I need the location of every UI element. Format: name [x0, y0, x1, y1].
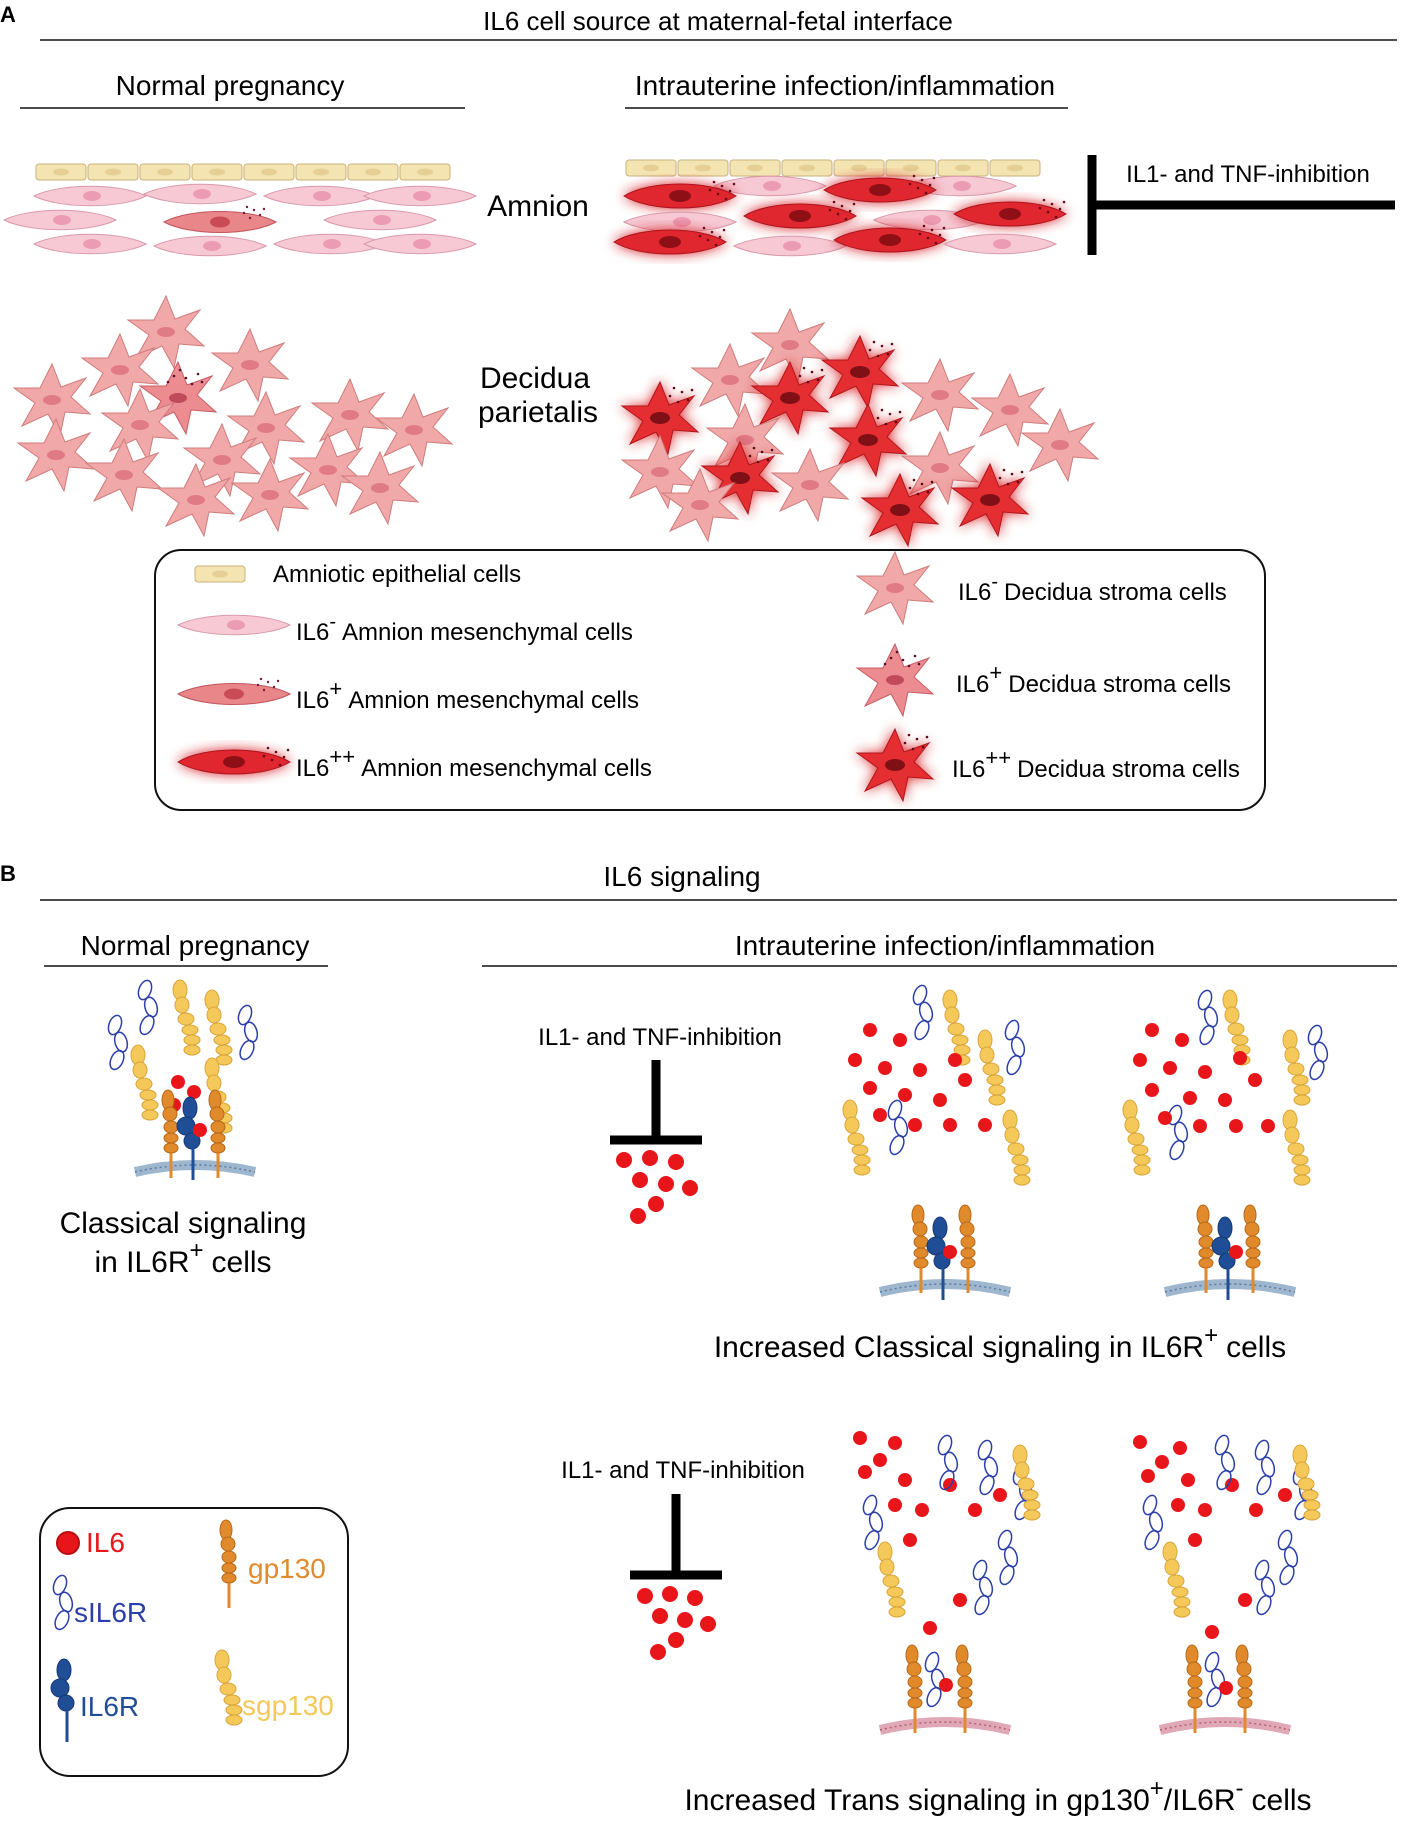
classical-line2-prefix: in IL6R — [94, 1246, 189, 1279]
svg-text:IL6++Decidua stroma cells: IL6++Decidua stroma cells — [952, 745, 1240, 783]
legend-dec-pos-sup: + — [989, 660, 1002, 685]
panel-b-normal-heading: Normal pregnancy — [81, 930, 310, 961]
legend-il6-item: IL6 — [56, 1527, 125, 1558]
decidua-label-line1: Decidua — [480, 362, 590, 395]
amnion-label: Amnion — [487, 190, 589, 223]
legend-mes-neg-prefix: IL6 — [296, 619, 329, 646]
legend-epithelial-item: Amniotic epithelial cells — [194, 561, 521, 588]
classical-scene-2 — [1122, 987, 1331, 1302]
increased-trans-sup1: + — [1150, 1775, 1164, 1802]
svg-text:IL6-Amnion mesenchymal cells: IL6-Amnion mesenchymal cells — [296, 611, 633, 646]
svg-text:IL6+Decidua stroma cells: IL6+Decidua stroma cells — [956, 660, 1231, 698]
legend-mes-pp-sup: ++ — [329, 744, 355, 769]
legend-il6r-label: IL6R — [80, 1691, 139, 1722]
normal-amnion-tissue — [3, 163, 477, 257]
trans-scene-1 — [853, 1431, 1041, 1735]
panel-a-legend: Amniotic epithelial cells IL6-Amnion mes… — [154, 549, 1266, 811]
legend-dec-neg-item: IL6-Decidua stroma cells — [856, 551, 1227, 625]
legend-sil6r-item: sIL6R — [50, 1572, 147, 1633]
legend-mes-neg-sup: - — [329, 611, 336, 633]
legend-dec-pp-sup: ++ — [985, 745, 1011, 770]
legend-epithelial-label: Amniotic epithelial cells — [273, 561, 521, 588]
infected-decidua-tissue — [621, 308, 1099, 546]
legend-mes-pos-prefix: IL6 — [296, 687, 329, 714]
panel-b-inhibition-bar-1 — [610, 1060, 702, 1145]
panel-a-normal-heading: Normal pregnancy — [116, 70, 345, 101]
increased-trans-mid: /IL6R — [1164, 1784, 1236, 1817]
normal-decidua-tissue — [13, 295, 453, 537]
panel-a-inhibition-bar — [1087, 155, 1395, 255]
legend-mes-pp-prefix: IL6 — [296, 755, 329, 782]
increased-classical-prefix: Increased Classical signaling in IL6R — [714, 1331, 1204, 1364]
legend-il6r-item: IL6R — [49, 1657, 139, 1744]
normal-membrane-complex — [133, 1088, 257, 1182]
legend-mes-pp-item: IL6++Amnion mesenchymal cells — [178, 744, 652, 782]
svg-text:IL6+Amnion mesenchymal cells: IL6+Amnion mesenchymal cells — [296, 676, 639, 714]
legend-sgp130-label: sgp130 — [242, 1690, 334, 1721]
panel-a-inhibition-label: IL1- and TNF-inhibition — [1126, 161, 1370, 188]
legend-mes-pos-item: IL6+Amnion mesenchymal cells — [177, 676, 639, 714]
legend-mes-neg-item: IL6-Amnion mesenchymal cells — [177, 611, 633, 646]
increased-trans-rest: cells — [1252, 1784, 1312, 1817]
panel-b-inhibited-il6-1 — [616, 1150, 698, 1224]
legend-dec-pp-prefix: IL6 — [952, 756, 985, 783]
il6-dot-icon — [56, 1531, 80, 1555]
legend-gp130-item: gp130 — [218, 1518, 326, 1610]
panel-b-inhibition-label-2: IL1- and TNF-inhibition — [561, 1457, 805, 1484]
legend-dec-pp-rest: Decidua stroma cells — [1017, 756, 1240, 783]
legend-dec-pos-item: IL6+Decidua stroma cells — [856, 643, 1231, 717]
svg-text:Increased Classical signaling: Increased Classical signaling in IL6R+ ce… — [714, 1322, 1286, 1364]
legend-dec-pos-rest: Decidua stroma cells — [1008, 671, 1231, 698]
classical-line2-sup: + — [190, 1237, 204, 1264]
panel-b-inhibition-label-1: IL1- and TNF-inhibition — [538, 1024, 782, 1051]
panel-b-title: IL6 signaling — [603, 861, 760, 892]
classical-line2-rest: cells — [212, 1246, 272, 1279]
legend-sil6r-label: sIL6R — [74, 1597, 147, 1628]
classical-scene-1 — [842, 982, 1031, 1302]
legend-mes-pos-sup: + — [329, 676, 342, 701]
panel-a-infection-heading: Intrauterine infection/inflammation — [635, 70, 1055, 101]
classical-line1: Classical signaling — [60, 1207, 307, 1240]
panel-b-inhibition-bar-2 — [630, 1494, 722, 1580]
panel-b-letter: B — [0, 861, 16, 886]
svg-text:in IL6R+cells: in IL6R+ cells — [94, 1237, 271, 1279]
increased-classical-rest: cells — [1226, 1331, 1286, 1364]
legend-dec-neg-sup: - — [991, 571, 998, 593]
svg-text:Increased Trans signaling in g: Increased Trans signaling in gp130+/IL6R… — [684, 1775, 1311, 1817]
legend-mes-pos-rest: Amnion mesenchymal cells — [348, 687, 639, 714]
trans-scene-2 — [1133, 1432, 1321, 1735]
legend-dec-pp-item: IL6++Decidua stroma cells — [857, 729, 1240, 801]
legend-dec-neg-rest: Decidua stroma cells — [1004, 579, 1227, 606]
increased-trans-prefix: Increased Trans signaling in gp130 — [684, 1784, 1149, 1817]
increased-trans-sup2: - — [1236, 1775, 1244, 1802]
legend-il6-label: IL6 — [86, 1527, 125, 1558]
panel-b-legend: IL6 sIL6R IL6R gp130 sgp130 — [39, 1507, 349, 1777]
infected-amnion-tissue — [614, 159, 1066, 257]
decidua-label-line2: parietalis — [478, 396, 598, 429]
legend-mes-neg-rest: Amnion mesenchymal cells — [342, 619, 633, 646]
panel-b-infection-heading: Intrauterine infection/inflammation — [735, 930, 1155, 961]
legend-dec-pos-prefix: IL6 — [956, 671, 989, 698]
panel-a-title: IL6 cell source at maternal-fetal interf… — [483, 6, 953, 36]
panel-b: B IL6 signaling Normal pregnancy Intraut… — [0, 861, 1397, 1817]
legend-mes-pp-rest: Amnion mesenchymal cells — [361, 755, 652, 782]
legend-sgp130-item: sgp130 — [214, 1649, 334, 1726]
legend-dec-neg-prefix: IL6 — [958, 579, 991, 606]
legend-gp130-label: gp130 — [248, 1553, 326, 1584]
panel-a-letter: A — [0, 2, 16, 27]
increased-classical-sup: + — [1204, 1322, 1218, 1349]
panel-a: A IL6 cell source at maternal-fetal inte… — [0, 2, 1397, 811]
svg-text:IL6++Amnion mesenchymal cells: IL6++Amnion mesenchymal cells — [296, 744, 652, 782]
panel-b-inhibited-il6-2 — [637, 1586, 716, 1660]
svg-text:IL6-Decidua stroma cells: IL6-Decidua stroma cells — [958, 571, 1227, 606]
